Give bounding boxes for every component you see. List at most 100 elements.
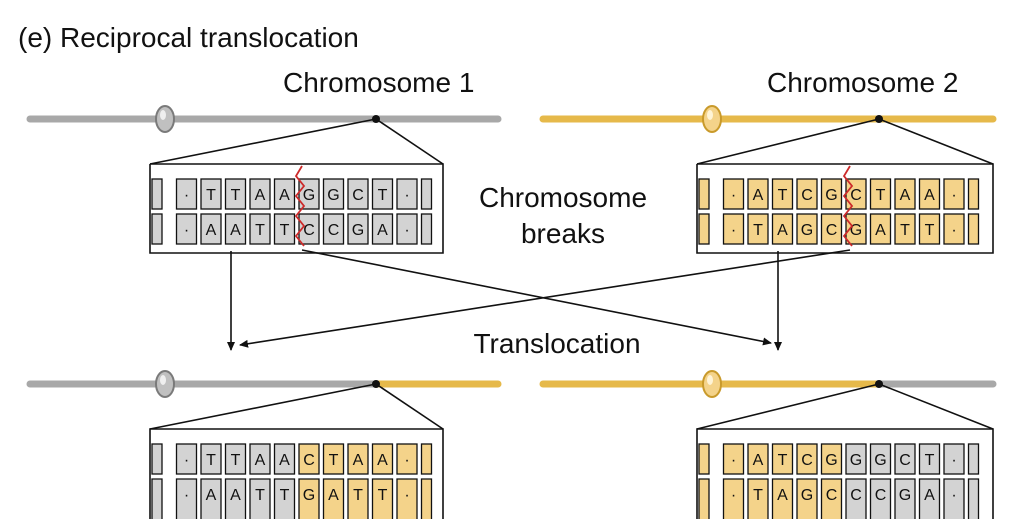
top-strand-cell xyxy=(747,178,769,210)
bottom-strand-cell xyxy=(396,478,418,519)
base-pair-cell: ·· xyxy=(396,178,418,245)
base-pair-cell: AT xyxy=(747,178,769,245)
bottom-base-label: C xyxy=(826,487,838,504)
top-strand-cell xyxy=(298,443,320,475)
top-strand-cell xyxy=(273,443,296,475)
bottom-base-label: A xyxy=(377,222,388,239)
top-strand-cell xyxy=(698,443,710,475)
bottom-base-label: · xyxy=(951,487,956,504)
top-base-label: T xyxy=(778,187,788,204)
bottom-base-label: T xyxy=(255,222,265,239)
bottom-strand-cell xyxy=(175,213,198,245)
top-base-label: G xyxy=(303,187,315,204)
top-base-label: G xyxy=(327,187,339,204)
bottom-base-label: A xyxy=(206,487,217,504)
translocated-chromosome-2-bar xyxy=(539,370,997,398)
top-base-label: T xyxy=(206,452,216,469)
bottom-strand-cell xyxy=(224,478,247,519)
base-pair-cell: ·· xyxy=(175,178,198,245)
top-base-label: G xyxy=(825,452,837,469)
bottom-strand-cell xyxy=(771,213,794,245)
top-strand-cell xyxy=(771,443,794,475)
bottom-strand-cell xyxy=(298,478,320,519)
bottom-base-label: · xyxy=(404,487,409,504)
chromosome-2-label: Chromosome 2 xyxy=(767,67,958,98)
top-base-label: A xyxy=(753,187,764,204)
base-pair-cell xyxy=(420,178,433,245)
base-pair-cell: TA xyxy=(918,443,941,519)
bottom-base-label: G xyxy=(899,487,911,504)
top-strand-cell xyxy=(943,443,965,475)
top-base-label: A xyxy=(279,452,290,469)
bottom-base-label: C xyxy=(826,222,838,239)
top-base-label: A xyxy=(924,187,935,204)
top-strand-cell xyxy=(894,178,916,210)
top-base-label: · xyxy=(731,187,736,204)
bottom-strand-cell xyxy=(747,213,769,245)
top-base-label: A xyxy=(900,187,911,204)
bottom-base-label: G xyxy=(303,487,315,504)
bottom-base-label: T xyxy=(378,487,388,504)
bottom-strand-cell xyxy=(918,478,941,519)
top-strand-cell xyxy=(224,178,247,210)
base-pair-cell: AT xyxy=(249,178,271,245)
bottom-strand-cell xyxy=(175,478,198,519)
chromosome-breaks-label-line1: Chromosome xyxy=(479,182,647,213)
top-strand-cell xyxy=(151,443,163,475)
bottom-strand-cell xyxy=(796,478,818,519)
bottom-strand-cell xyxy=(796,213,818,245)
top-strand-cell xyxy=(420,178,433,210)
base-pair-cell xyxy=(151,178,163,245)
top-strand-cell xyxy=(820,178,843,210)
base-pair-cell: ·· xyxy=(722,178,745,245)
bottom-strand-cell xyxy=(322,213,345,245)
base-pair-cell: TA xyxy=(224,443,247,519)
bottom-strand-cell xyxy=(151,213,163,245)
top-strand-cell xyxy=(249,178,271,210)
bottom-strand-cell xyxy=(200,478,222,519)
break-point-1 xyxy=(372,115,380,123)
bottom-base-label: T xyxy=(925,222,935,239)
bottom-strand-cell xyxy=(420,213,433,245)
top-strand-cell xyxy=(322,443,345,475)
base-pair-cell xyxy=(967,443,980,519)
base-pair-cell: GC xyxy=(820,443,843,519)
top-strand-cell xyxy=(175,443,198,475)
bottom-strand-cell xyxy=(845,478,867,519)
bottom-strand-cell xyxy=(698,478,710,519)
base-pair-cell: TA xyxy=(771,443,794,519)
bottom-base-label: · xyxy=(404,222,409,239)
bottom-base-label: C xyxy=(328,222,340,239)
top-strand-cell xyxy=(796,178,818,210)
top-strand-cell xyxy=(322,178,345,210)
base-pair-cell: CG xyxy=(298,443,320,519)
base-pair-cell: TA xyxy=(869,178,892,245)
top-base-label: T xyxy=(876,187,886,204)
top-base-label: A xyxy=(279,187,290,204)
top-strand-cell xyxy=(371,443,394,475)
base-pair-cell xyxy=(698,443,710,519)
chromosome-breaks-label-line2: breaks xyxy=(521,218,605,249)
bottom-strand-cell xyxy=(722,213,745,245)
base-pair-cell xyxy=(698,178,710,245)
top-strand-cell xyxy=(224,443,247,475)
base-pair-cell xyxy=(967,178,980,245)
bottom-base-label: T xyxy=(280,222,290,239)
base-pair-cell: AT xyxy=(918,178,941,245)
top-strand-cell xyxy=(771,178,794,210)
bottom-base-label: · xyxy=(731,222,736,239)
centromere-1 xyxy=(155,105,175,133)
bottom-base-label: C xyxy=(303,222,315,239)
bottom-strand-cell xyxy=(820,478,843,519)
base-pair-cell: TA xyxy=(322,443,345,519)
translocation-arrows xyxy=(227,249,851,351)
top-strand-cell xyxy=(894,443,916,475)
centromere-1-translocated xyxy=(155,370,175,398)
bottom-base-label: A xyxy=(230,487,241,504)
top-base-label: C xyxy=(352,187,364,204)
top-base-label: · xyxy=(404,187,409,204)
top-base-label: C xyxy=(801,187,813,204)
top-base-label: · xyxy=(951,187,956,204)
base-pair-cell xyxy=(420,443,433,519)
